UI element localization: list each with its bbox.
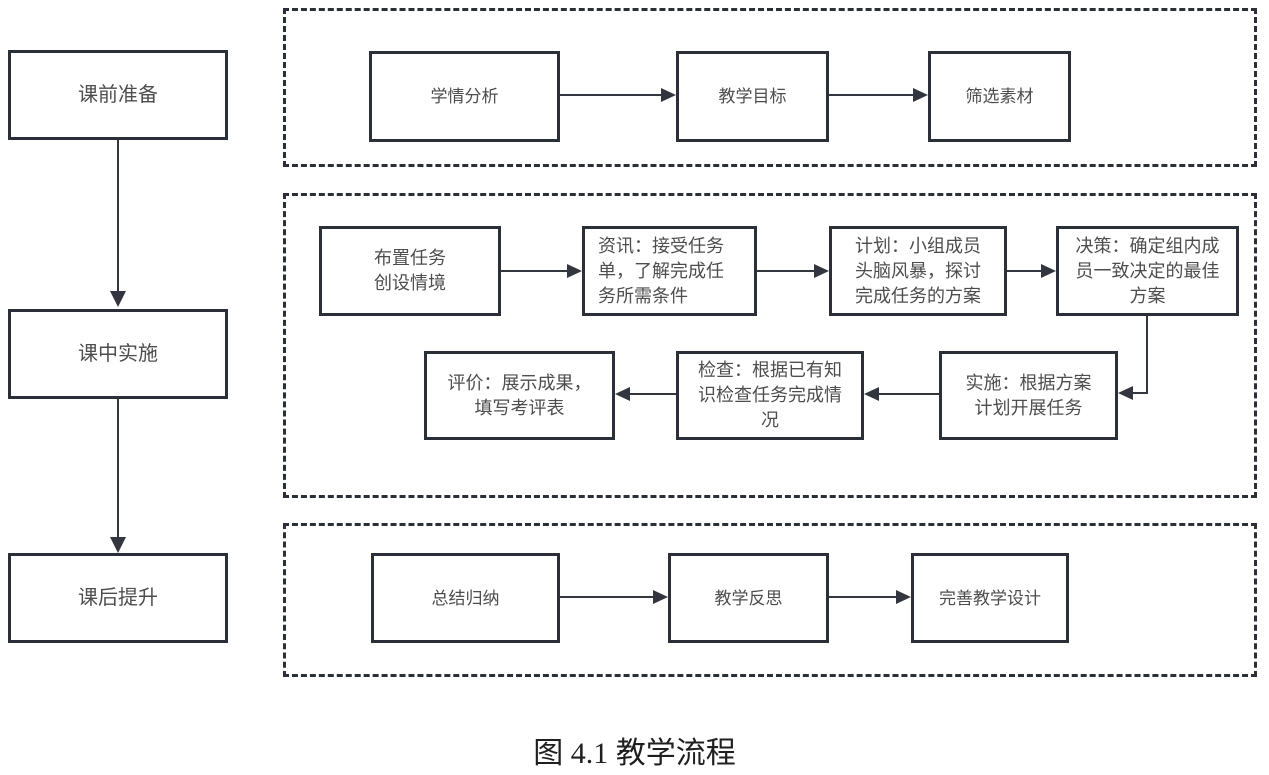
arrow-line-decide-down <box>1146 316 1148 393</box>
arrow-line-reflect-improve <box>829 596 897 598</box>
arrow-line-pre-to-in <box>117 140 119 292</box>
arrowhead-right-icon <box>814 264 829 278</box>
node-implement: 实施：根据方案 计划开展任务 <box>939 351 1118 440</box>
node-objective: 教学目标 <box>676 51 829 142</box>
node-evaluate: 评价：展示成果， 填写考评表 <box>424 351 615 440</box>
node-check: 检查：根据已有知 识检查任务完成情 况 <box>676 351 864 440</box>
arrow-line-assign-info <box>501 270 568 272</box>
node-in-class: 课中实施 <box>8 309 228 399</box>
node-analysis: 学情分析 <box>369 51 560 142</box>
node-plan: 计划：小组成员 头脑风暴，探讨 完成任务的方案 <box>829 226 1007 316</box>
group-in-class <box>283 193 1257 498</box>
arrowhead-down-icon <box>110 291 126 307</box>
node-info: 资讯：接受任务 单，了解完成任 务所需条件 <box>582 226 757 316</box>
arrow-line-info-plan <box>757 270 815 272</box>
arrowhead-left-icon <box>864 387 879 401</box>
arrowhead-right-icon <box>913 88 928 102</box>
arrow-line-implement-check <box>878 393 939 395</box>
node-decide: 决策：确定组内成 员一致决定的最佳 方案 <box>1056 226 1239 316</box>
arrowhead-right-icon <box>1041 264 1056 278</box>
arrowhead-right-icon <box>653 590 668 604</box>
arrowhead-right-icon <box>896 590 911 604</box>
arrow-line-analysis-objective <box>560 94 662 96</box>
node-after-class: 课后提升 <box>8 553 228 643</box>
node-improve: 完善教学设计 <box>911 553 1069 643</box>
arrowhead-left-icon <box>1118 386 1133 400</box>
arrowhead-left-icon <box>615 387 630 401</box>
group-after-class <box>283 523 1257 677</box>
figure-caption: 图 4.1 教学流程 <box>533 737 736 770</box>
arrow-line-in-to-after <box>117 399 119 538</box>
node-material: 筛选素材 <box>928 51 1071 142</box>
arrow-line-summary-reflect <box>560 596 654 598</box>
node-pre-class: 课前准备 <box>8 50 228 140</box>
arrowhead-down-icon <box>110 537 126 553</box>
arrowhead-right-icon <box>567 264 582 278</box>
group-pre-class <box>283 8 1257 167</box>
arrowhead-right-icon <box>661 88 676 102</box>
arrow-line-check-evaluate <box>629 393 676 395</box>
node-summary: 总结归纳 <box>371 553 560 643</box>
arrow-line-objective-material <box>829 94 914 96</box>
node-reflect: 教学反思 <box>668 553 829 643</box>
arrow-line-decide-implement <box>1132 392 1148 394</box>
arrow-line-plan-decide <box>1007 270 1042 272</box>
node-assign-task: 布置任务 创设情境 <box>319 226 501 316</box>
